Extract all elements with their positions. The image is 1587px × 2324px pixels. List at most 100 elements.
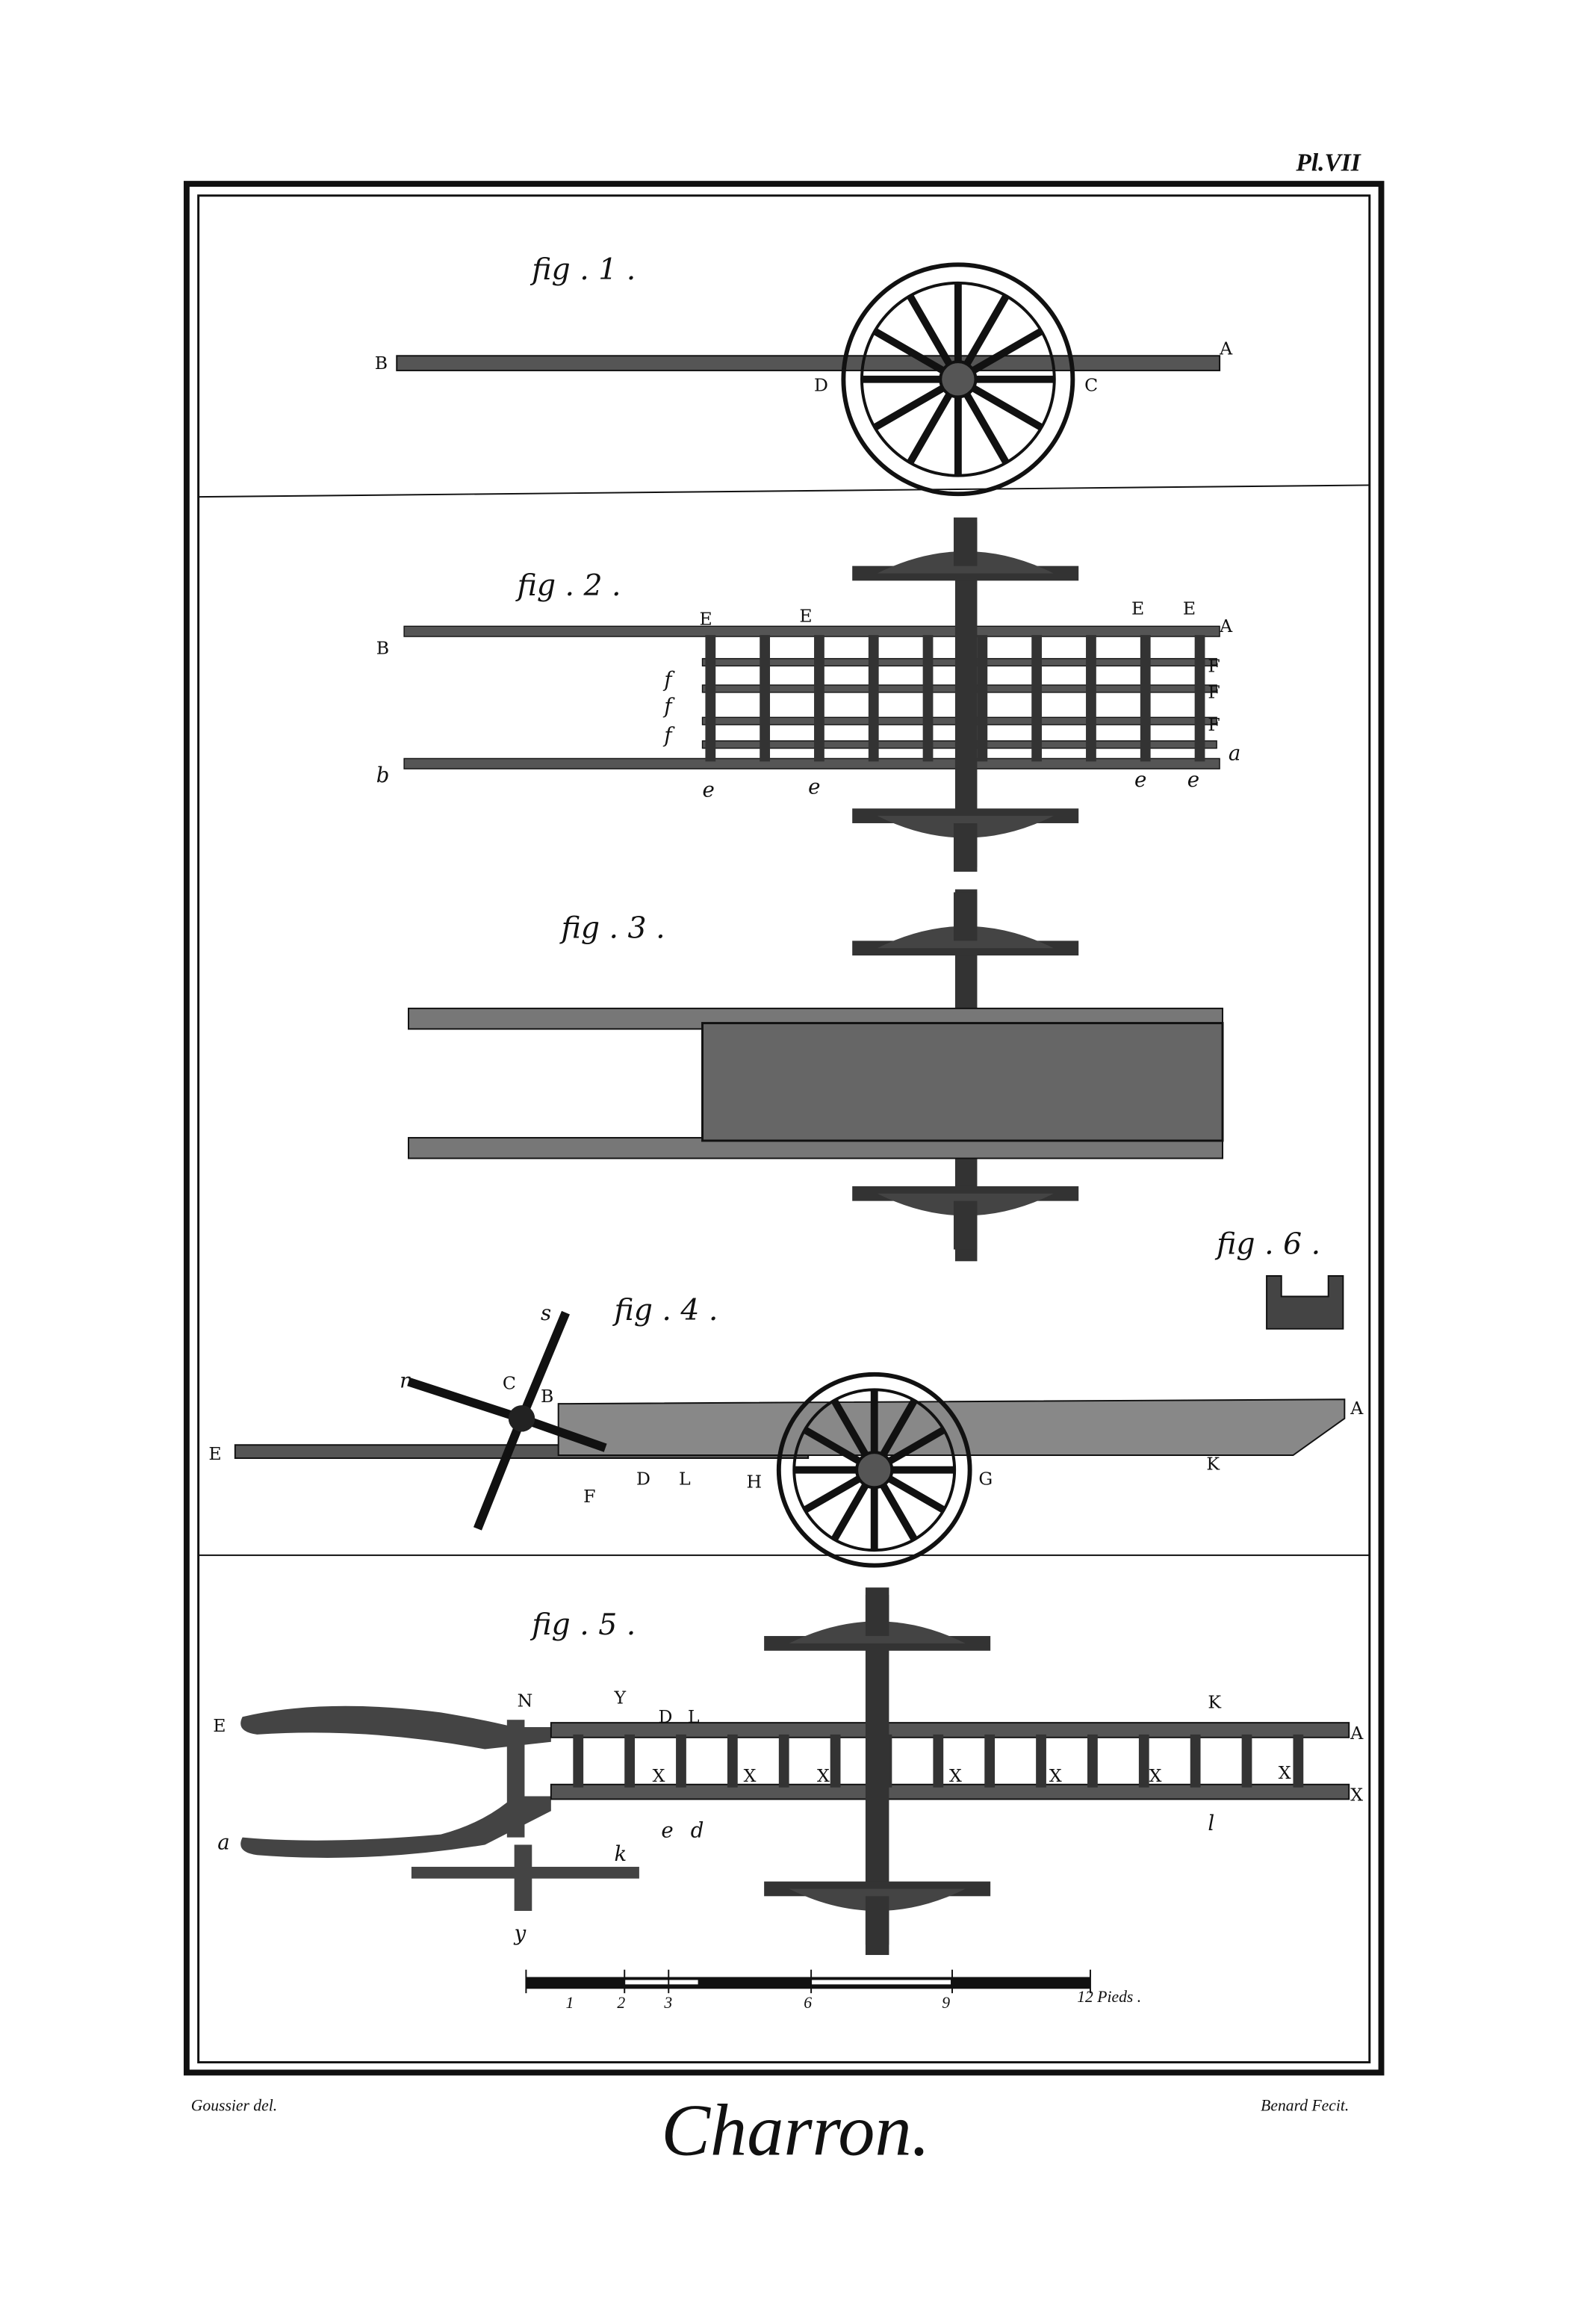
divider-line	[198, 484, 1370, 498]
fig5-crossbar	[727, 1734, 738, 1788]
fig5-label-a: a	[217, 1830, 229, 1854]
fig5-crossbar	[984, 1734, 996, 1788]
fig2-label-f: f	[662, 668, 675, 692]
fig5-label-y: y	[513, 1921, 527, 1945]
fig2-label-e: e	[1134, 768, 1146, 792]
wheel-spoke	[885, 1474, 946, 1513]
fig2-label-b: b	[376, 763, 390, 787]
scale-unit-label: 12 Pieds .	[1077, 1988, 1141, 2006]
fig5-label-e: e	[661, 1819, 673, 1843]
engraver-credit: Benard Fecit.	[1261, 2097, 1349, 2115]
fig5-label-K: K	[1208, 1691, 1221, 1712]
fig1-label-C: C	[1084, 374, 1098, 395]
fig5-label-A: A	[1350, 1723, 1364, 1744]
hub-nave	[865, 1896, 889, 1945]
fig5-tongue	[514, 1844, 532, 1911]
wheel-spoke	[962, 294, 1010, 369]
fig4-label-G: G	[978, 1468, 993, 1489]
fig4-label-s: s	[541, 1301, 551, 1325]
wheel-spoke	[872, 328, 948, 376]
fig4-wheel	[776, 1372, 972, 1568]
fig2-label-F: F	[1208, 714, 1220, 735]
fig2-label-F: F	[1208, 682, 1220, 703]
fig2-rail	[403, 625, 1220, 637]
fig5-label-Y: Y	[613, 1688, 626, 1708]
fig5-shaft	[240, 1705, 551, 1750]
fig4-label-B: B	[541, 1386, 553, 1407]
fig4-label-A: A	[1350, 1398, 1364, 1419]
fig2-crossbar	[814, 635, 824, 762]
fig5-caption: fig . 5 .	[529, 1608, 636, 1642]
wheel-spoke	[878, 1398, 918, 1460]
fig2-label-F: F	[1208, 655, 1220, 676]
fig5-rail	[550, 1783, 1350, 1800]
fig5-label-X: X	[817, 1765, 830, 1786]
fig2-label-A: A	[1219, 616, 1233, 636]
fig2-label-B: B	[376, 638, 389, 659]
inner-frame	[197, 194, 1371, 2064]
wheel-spoke	[872, 383, 948, 431]
wheel-spoke	[803, 1474, 864, 1513]
fig4-label-E: E	[208, 1443, 221, 1464]
fig5-front-bar	[506, 1720, 525, 1838]
fig5-crossbar	[1138, 1734, 1149, 1788]
fig5-crossbar	[778, 1734, 789, 1788]
fig4-label-F: F	[583, 1486, 595, 1507]
hub-nave	[953, 1200, 978, 1250]
wheel-spoke	[830, 1398, 871, 1460]
fig5-label-X: X	[1279, 1762, 1291, 1783]
wheel-spoke	[878, 1481, 918, 1542]
fig4-handle-hub	[508, 1405, 535, 1432]
fig1-wheel	[841, 262, 1075, 497]
scale-tick-label: 9	[942, 1994, 950, 2012]
scale-tick-label: 3	[663, 1994, 672, 2012]
wheel-spoke	[885, 1426, 946, 1466]
fig5-label-l: l	[1208, 1812, 1214, 1835]
fig5-crossbar	[624, 1734, 635, 1788]
hub-nave	[953, 892, 978, 941]
fig4-label-D: D	[636, 1468, 650, 1489]
fig4-label-K: K	[1206, 1454, 1220, 1475]
fig5-crossbar	[573, 1734, 584, 1788]
fig2-crossbar	[922, 635, 934, 762]
fig4-label-L: L	[679, 1468, 691, 1489]
fig3-caption: fig . 3 .	[559, 911, 665, 945]
fig5-crossbar	[1293, 1734, 1304, 1788]
fig5-label-k: k	[614, 1842, 627, 1866]
fig5-label-N: N	[518, 1690, 533, 1711]
hub-nave	[953, 517, 978, 566]
fig4-caption: fig . 4 .	[612, 1293, 718, 1327]
wheel-hub	[939, 360, 978, 399]
fig5-label-X: X	[949, 1765, 962, 1786]
fig5-label-X: X	[1350, 1784, 1363, 1805]
fig5-label-X: X	[1149, 1765, 1162, 1786]
fig5-wheel-top	[764, 1587, 991, 1651]
fig5-crossbar	[676, 1734, 686, 1788]
wheel-hub	[855, 1451, 894, 1490]
fig2-label-E: E	[799, 605, 812, 626]
fig2-crossbar	[1140, 635, 1151, 762]
scale-tick-label: 1	[566, 1994, 574, 2012]
fig6-piece	[1266, 1275, 1344, 1330]
draftsman-credit: Goussier del.	[191, 2097, 277, 2115]
fig5-shaft	[240, 1796, 551, 1858]
fig2-label-e: e	[808, 775, 820, 799]
fig5-label-E: E	[213, 1715, 226, 1736]
fig5-label-D: D	[658, 1706, 672, 1727]
fig4-handle-arm	[518, 1310, 570, 1421]
fig5-crossbar	[1190, 1734, 1201, 1788]
fig4-label-r: r	[400, 1369, 411, 1393]
wheel-spoke	[969, 328, 1043, 376]
fig2-label-E: E	[1183, 598, 1196, 619]
fig4-label-H: H	[747, 1471, 763, 1492]
plate-number: Pl.VII	[1295, 149, 1361, 176]
fig2-label-E: E	[1131, 598, 1144, 619]
fig2-wheel-top	[852, 517, 1079, 581]
fig5-rail	[550, 1722, 1350, 1738]
fig2-crossbar	[977, 635, 988, 762]
fig3-wheel-bottom	[852, 1186, 1079, 1250]
fig3-box	[701, 1022, 1224, 1142]
